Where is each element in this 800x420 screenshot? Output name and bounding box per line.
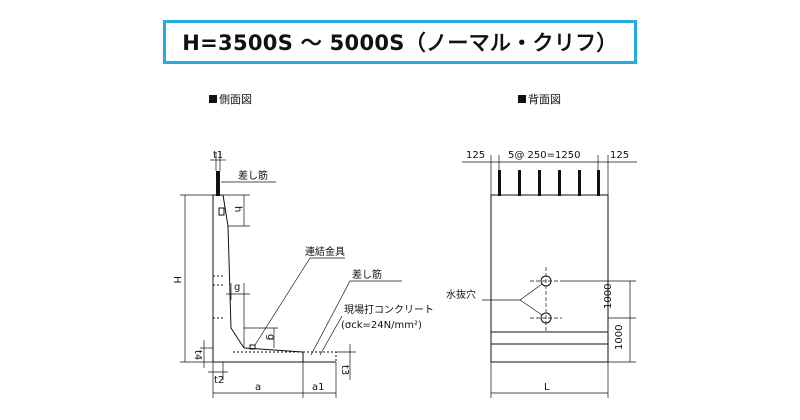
title-box: H=3500S ～ 5000S（ノーマル・クリフ） [163,20,637,64]
rebar [558,170,561,196]
page-title: H=3500S ～ 5000S（ノーマル・クリフ） [182,31,618,55]
back-view-label: 背面図 [528,93,561,106]
side-view-label: 側面図 [219,93,252,106]
t1-label: t1 [213,150,223,161]
h-label: h [232,206,243,212]
back-panel [490,194,609,363]
rebar [578,170,581,196]
rebar-label: 差し筋 [238,169,268,182]
side-view-drawing [180,152,402,398]
rebar [518,170,521,196]
dim-left-label: 125 [466,150,485,161]
leader-line [319,315,343,356]
H-label: H [171,276,182,284]
dim-middle-label: 5@ 250=1250 [508,150,580,161]
back-view-heading: 背面図 [518,91,561,107]
rebar [498,170,501,196]
dim-1000-lower: 1000 [614,325,625,350]
g-side-label: g [265,334,276,340]
rebar-label-2: 差し筋 [352,268,382,281]
dim-right-label: 125 [610,150,629,161]
rebar [597,170,600,196]
a-label: a [255,382,261,393]
a1-label: a1 [312,382,325,393]
rebar [538,170,541,196]
t3-label: t3 [339,365,350,375]
top-rebar [216,171,220,196]
leader-line [310,280,351,356]
dim-1000-upper: 1000 [603,284,614,309]
back-rebars [498,170,600,196]
t4-label: t4 [192,350,203,360]
lifting-hole [218,207,225,216]
g-top-label: g [234,282,240,293]
leader-line [254,257,311,346]
L-label: L [544,382,550,393]
square-bullet-icon [518,95,526,103]
back-view-drawing [462,155,637,398]
side-view-heading: 側面図 [209,91,252,107]
leader-line [519,283,543,316]
drain-label: 水抜穴 [446,288,476,301]
concrete-label-line2: (σck=24N/mm²) [341,320,422,331]
t2-label: t2 [214,375,224,386]
square-bullet-icon [209,95,217,103]
wall-inner-face [222,194,245,349]
connector-label: 連結金具 [305,245,345,258]
concrete-label-line1: 現場打コンクリート [344,303,434,316]
connector-bracket [249,344,256,350]
cast-concrete [302,351,337,363]
